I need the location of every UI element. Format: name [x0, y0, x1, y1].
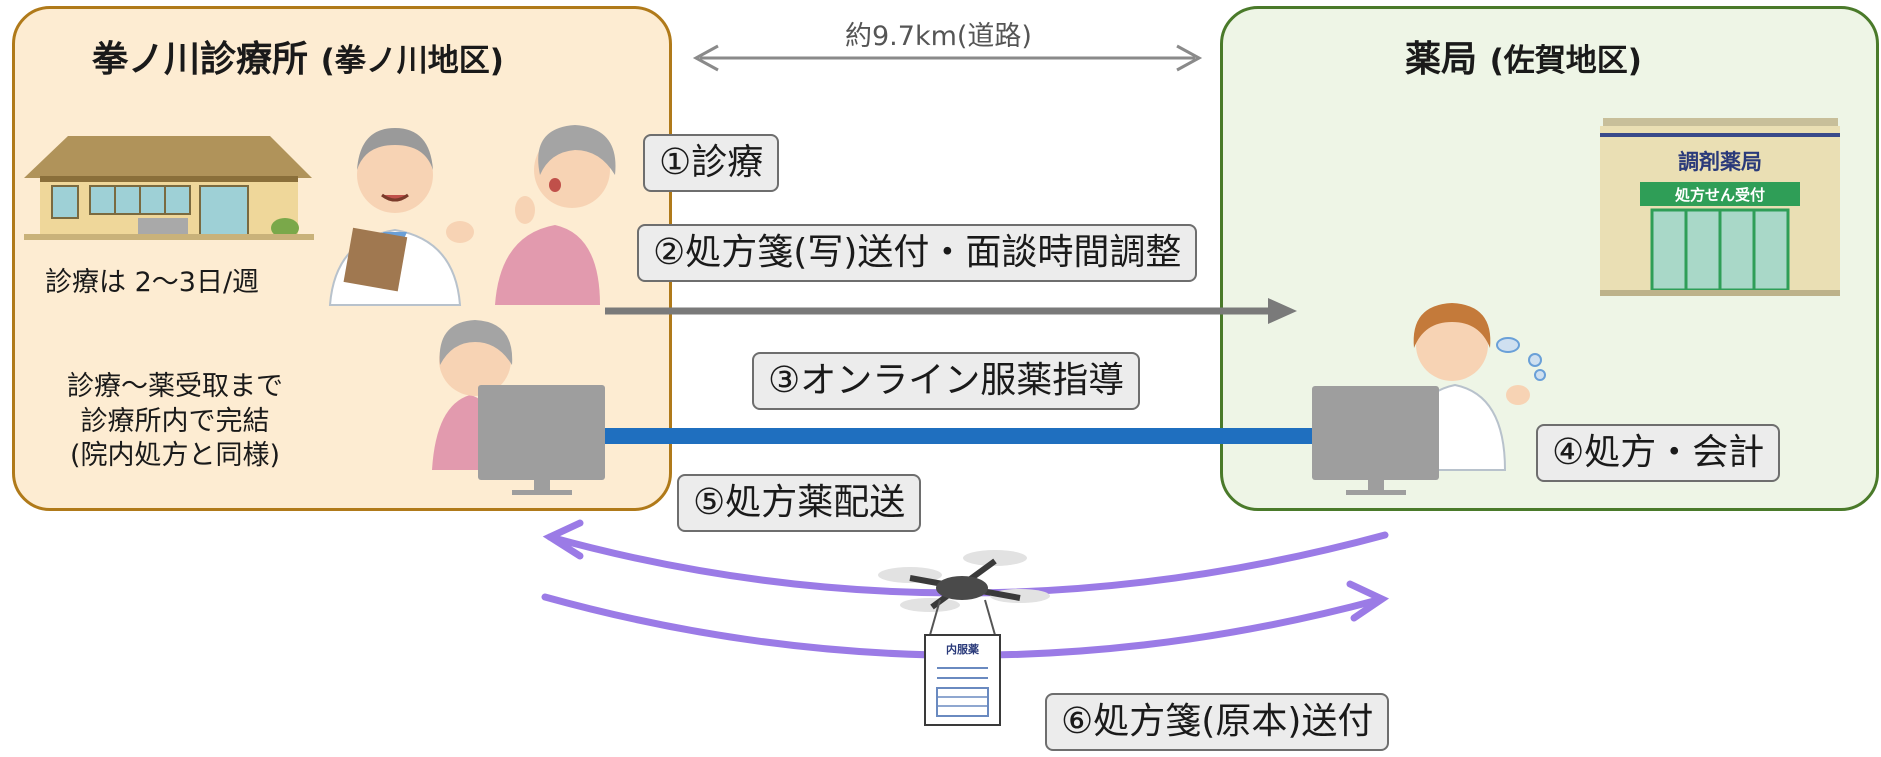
- pharmacy-area: (佐賀地区): [1489, 43, 1642, 79]
- doctor-icon: [328, 128, 474, 306]
- send-arrow: [605, 298, 1297, 324]
- clinic-note-line3: (院内処方と同様): [69, 440, 281, 472]
- step-3-online-guidance: ③オンライン服薬指導: [752, 352, 1141, 410]
- pharmacy-sign: 調剤薬局: [1678, 150, 1762, 174]
- step-6-prescription-original: ⑥処方箋(原本)送付: [1045, 693, 1390, 751]
- pharmacy-name: 薬局: [1405, 39, 1478, 80]
- clinic-note-line2: 診療所内で完結: [80, 405, 270, 437]
- step-4-dispense-payment: ④処方・会計: [1536, 424, 1781, 482]
- pharmacy-monitor-icon: [1312, 386, 1439, 495]
- package-label: 内服薬: [946, 643, 979, 656]
- distance-arrow: [692, 44, 1203, 72]
- step-5-drug-delivery: ⑤処方薬配送: [677, 474, 922, 532]
- drone-icon: [878, 550, 1050, 636]
- step-1-consultation: ①診療: [643, 134, 780, 192]
- clinic-title: 拳ノ川診療所 (拳ノ川地区): [92, 30, 504, 82]
- clinic-schedule: 診療は 2～3日/週: [45, 267, 260, 298]
- elderly-patient-icon: [495, 125, 616, 305]
- online-connection-line: [600, 428, 1315, 444]
- clinic-name: 拳ノ川診療所: [92, 39, 309, 80]
- clinic-monitor-icon: [478, 385, 605, 495]
- pharmacy-building-icon: [1600, 118, 1840, 296]
- step-2-prescription-copy: ②処方箋(写)送付・面談時間調整: [637, 224, 1198, 282]
- clinic-note-line1: 診療～薬受取まで: [67, 371, 283, 402]
- clinic-note: 診療～薬受取まで 診療所内で完結 (院内処方と同様): [40, 370, 310, 474]
- medicine-package-icon: [924, 634, 1001, 726]
- clinic-building-icon: [24, 136, 314, 240]
- pharmacy-title: 薬局 (佐賀地区): [1405, 30, 1642, 82]
- clinic-area: (拳ノ川地区): [320, 43, 504, 79]
- distance-label: 約9.7km(道路): [845, 21, 1032, 52]
- pharmacy-sign-sub: 処方せん受付: [1674, 186, 1765, 204]
